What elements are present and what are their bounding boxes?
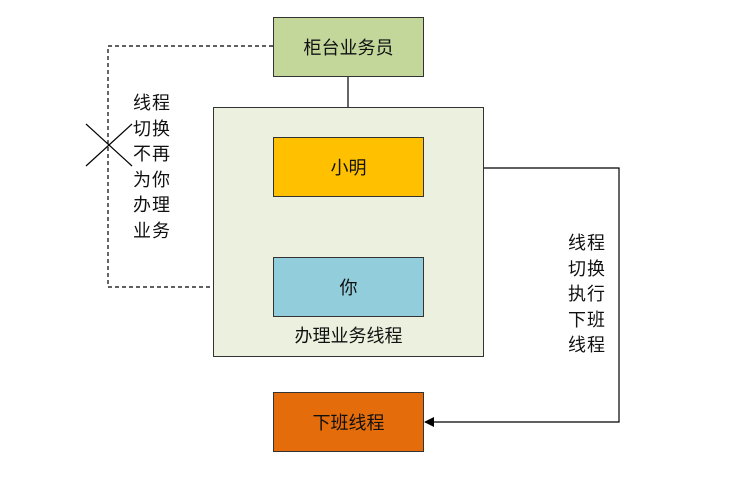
right-annotation: 线程 切换 执行 下班 线程 xyxy=(568,233,606,356)
you-node: 你 xyxy=(273,257,424,317)
xiaoming-node: 小明 xyxy=(273,137,424,197)
off-duty-thread-node: 下班线程 xyxy=(273,392,424,452)
left-annotation: 线程 切换 不再 为你 办理 业务 xyxy=(133,93,171,242)
cross-mark-b xyxy=(85,123,133,167)
xiaoming-to-offduty-arrow xyxy=(424,167,620,427)
group-label: 办理业务线程 xyxy=(294,326,403,347)
clerk-node: 柜台业务员 xyxy=(273,17,424,77)
